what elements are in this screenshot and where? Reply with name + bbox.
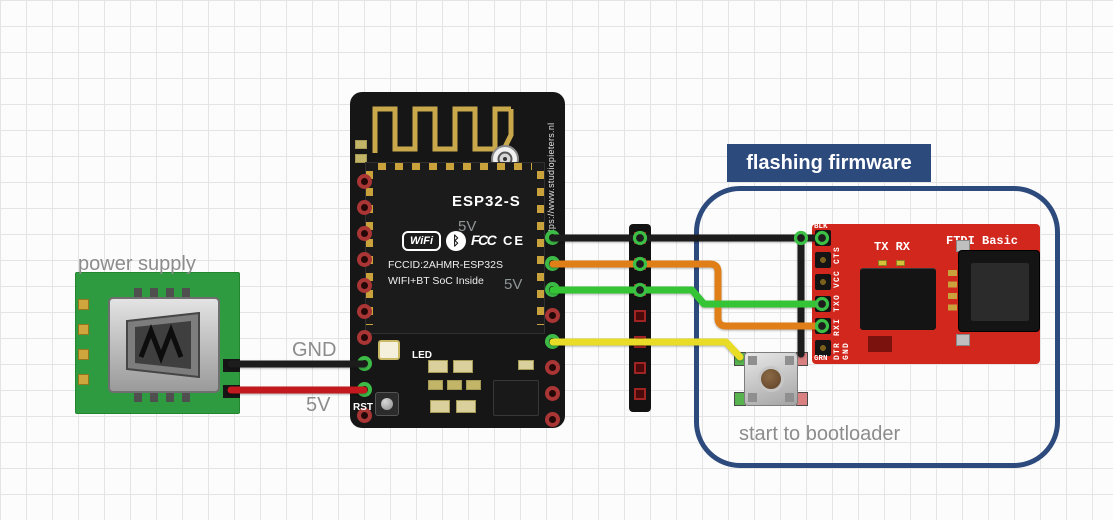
esp32-pin <box>545 308 560 323</box>
smd-component <box>868 336 892 352</box>
smd-component <box>355 140 367 149</box>
grn-label: GRN <box>814 355 828 363</box>
rx-led <box>896 260 905 266</box>
smd-component <box>430 400 450 413</box>
esp32-left-pins <box>350 92 565 428</box>
tx-rx-label: TX RX <box>874 240 911 254</box>
smd-component <box>355 154 367 163</box>
ftdi-basic-board: BLK GRN DTR RXI TXO VCC CTS GND TX RX FT… <box>812 223 1040 364</box>
led-silkscreen-label: LED <box>412 350 432 361</box>
ftdi-pin-labels: DTR RXI TXO VCC CTS GND <box>833 245 851 360</box>
esp32-pin <box>357 226 372 241</box>
esp32-pin <box>357 304 372 319</box>
5v-wire-label: 5V <box>306 394 331 416</box>
soc-inside-text: WIFI+BT SoC Inside <box>388 275 484 287</box>
rst-silkscreen-label: RST <box>353 402 373 413</box>
esp32-pin <box>357 252 372 267</box>
button-plunger <box>758 366 784 392</box>
ftdi-pin-rxi <box>815 318 831 334</box>
power-supply-board <box>75 272 240 414</box>
power-board-pad <box>78 374 89 385</box>
start-to-bootloader-label: start to bootloader <box>739 423 901 445</box>
smd-component <box>453 360 473 373</box>
esp32-io0-pin <box>545 334 560 349</box>
ftdi-usb-connector <box>958 250 1040 332</box>
usb-shell-detail <box>126 312 200 378</box>
ftdi-pin-dtr <box>815 340 831 356</box>
pin-label-5v: 5V <box>458 218 477 235</box>
usb-connector-inner <box>971 263 1029 321</box>
strip-hole <box>634 336 646 348</box>
ftdi-pin-cts <box>815 252 831 268</box>
button-corner <box>748 393 757 402</box>
smd-component <box>466 380 481 390</box>
flashing-firmware-title: flashing firmware <box>727 144 931 182</box>
esp32-pin <box>545 412 560 427</box>
bluetooth-logo-icon: ᛒ <box>446 231 466 251</box>
smd-component <box>447 380 462 390</box>
strip-hole <box>634 232 646 244</box>
module-name: ESP32-S <box>452 193 521 210</box>
smd-component <box>428 360 448 373</box>
esp32-pin <box>357 174 372 189</box>
smd-component <box>428 380 443 390</box>
usb-shield-tab <box>956 334 970 346</box>
fcc-logo: FCC <box>471 232 497 248</box>
header-strip <box>629 224 651 412</box>
mini-usb-connector <box>108 288 220 402</box>
power-out-gnd-pad <box>223 359 240 372</box>
ftdi-pin-vcc <box>815 274 831 290</box>
power-out-5v-pad <box>223 385 240 398</box>
esp32-pin <box>357 200 372 215</box>
esp32-uart-pin <box>545 282 560 297</box>
power-board-pad <box>78 349 89 360</box>
castellation-pads <box>366 171 373 325</box>
ftdi-pin-txo <box>815 296 831 312</box>
ce-logo: CE <box>503 233 526 248</box>
fcc-id-text: FCCID:2AHMR-ESP32S <box>388 259 503 271</box>
ft232-chip <box>860 268 936 330</box>
esp32-s-module: ESP32-S WiFi ᛒ FCC CE FCCID:2AHMR-ESP32S… <box>365 162 545 334</box>
esp32-right-pins <box>350 92 565 428</box>
smd-component <box>518 360 534 370</box>
power-supply-label: power supply <box>78 253 196 275</box>
button-corner <box>748 356 757 365</box>
esp32-pin <box>545 386 560 401</box>
wifi-logo: WiFi <box>402 231 441 251</box>
flash-led <box>378 340 400 360</box>
power-board-pad <box>78 324 89 335</box>
pin-label-5v: 5V <box>504 276 523 293</box>
ic-chip <box>493 380 539 416</box>
esp32-pin <box>357 408 372 423</box>
usb-pins <box>134 393 198 402</box>
reset-button <box>375 392 399 416</box>
ftdi-pin-gnd <box>815 230 831 246</box>
tx-led <box>878 260 887 266</box>
strip-hole <box>634 258 646 270</box>
strip-hole <box>634 310 646 322</box>
blk-label: BLK <box>814 223 828 231</box>
strip-hole <box>634 362 646 374</box>
esp32-pin <box>357 330 372 345</box>
castellation-pads <box>537 171 544 325</box>
esp32-gnd-pin <box>545 230 560 245</box>
usb-pins <box>134 288 198 297</box>
usb-solder-pins <box>948 270 957 316</box>
power-board-pad <box>78 299 89 310</box>
strip-hole <box>634 284 646 296</box>
gnd-wire-label: GND <box>292 339 337 361</box>
smd-component <box>456 400 476 413</box>
esp32-uart-pin <box>545 256 560 271</box>
button-corner <box>785 393 794 402</box>
strip-hole <box>634 388 646 400</box>
castellation-pads <box>378 163 532 170</box>
esp32-pin <box>545 360 560 375</box>
esp32-cam-board: ESP32-S WiFi ᛒ FCC CE FCCID:2AHMR-ESP32S… <box>350 92 565 428</box>
esp32-pin <box>357 278 372 293</box>
bootloader-push-button <box>744 352 798 406</box>
button-corner <box>785 356 794 365</box>
